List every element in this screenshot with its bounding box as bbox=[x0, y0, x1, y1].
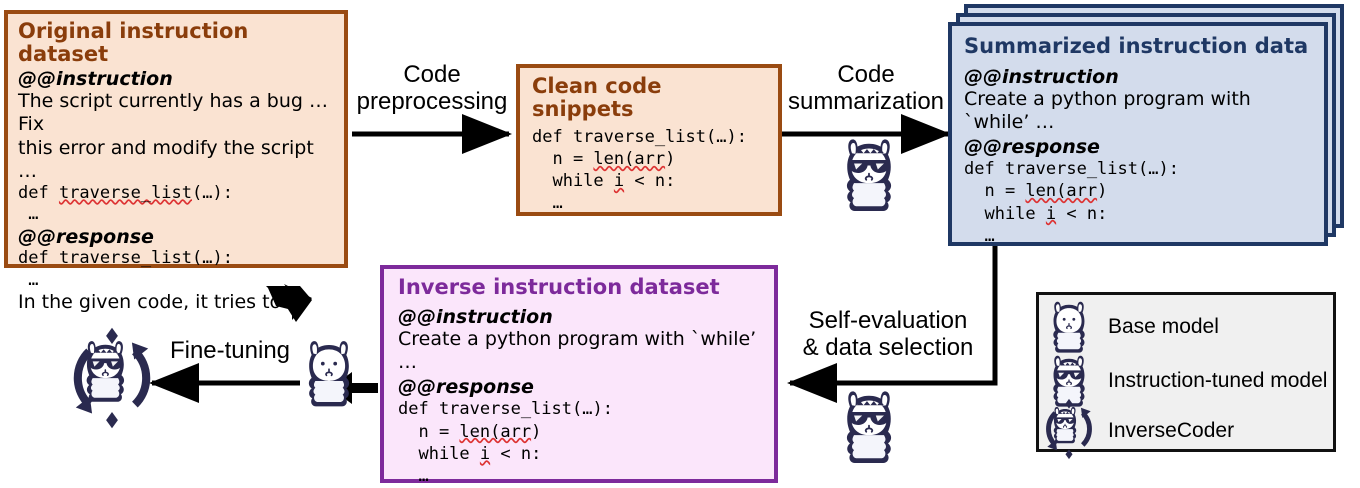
clean-code-line-0: def traverse_list(…): bbox=[532, 127, 747, 148]
original-dataset-instruction-line1: The script currently has a bug … Fix bbox=[18, 90, 328, 136]
label-code-summarization: Code summarization bbox=[782, 61, 950, 116]
llama-sunglasses-icon-selfeval bbox=[846, 390, 892, 464]
label-self-evaluation-line2: & data selection bbox=[802, 333, 974, 361]
summarized-data-title: Summarized instruction data bbox=[964, 34, 1309, 58]
label-fine-tuning: Fine-tuning bbox=[160, 337, 300, 365]
legend-row-instruction-tuned: Instruction-tuned model bbox=[1098, 364, 1327, 398]
summarized-data-code-3: … bbox=[964, 225, 995, 246]
inverse-dataset-code-0: def traverse_list(…): bbox=[398, 399, 613, 420]
legend-label-instruction-tuned-model: Instruction-tuned model bbox=[1108, 369, 1328, 392]
label-self-evaluation: Self-evaluation & data selection bbox=[790, 307, 986, 362]
legend-label-inversecoder: InverseCoder bbox=[1108, 419, 1235, 442]
original-instruction-dataset-card: Original instruction dataset @@instructi… bbox=[4, 10, 348, 313]
arrow-to-base-model bbox=[330, 372, 378, 404]
llama-base-icon-pretrained bbox=[308, 340, 350, 408]
summarized-instruction-data-card: Summarized instruction data @@instructio… bbox=[948, 22, 1328, 246]
original-dataset-response-tag: @@response bbox=[18, 226, 154, 249]
code-token-len-arr: len(arr bbox=[459, 421, 532, 442]
label-code-preprocessing-line2: preprocessing bbox=[356, 87, 508, 115]
label-code-summarization-line2: summarization bbox=[787, 87, 945, 115]
code-token-len-arr: len(arr bbox=[1025, 181, 1098, 202]
summarized-data-instruction-text: Create a python program with `while’ … bbox=[964, 88, 1251, 134]
code-token-i: i bbox=[479, 443, 491, 464]
inverse-dataset-code-1: n = len(arr) bbox=[398, 421, 542, 442]
inverse-dataset-title: Inverse instruction dataset bbox=[398, 275, 720, 299]
inverse-dataset-instruction-tag: @@instruction bbox=[398, 306, 553, 329]
inverse-dataset-instruction-text: Create a python program with `while’ … bbox=[398, 328, 757, 374]
llama-inversecoder-icon-main bbox=[76, 328, 148, 428]
summarized-instruction-data-stack: Summarized instruction data @@instructio… bbox=[948, 4, 1358, 248]
clean-code-line-2: while i < n: bbox=[532, 171, 676, 192]
summarized-data-instruction-tag: @@instruction bbox=[964, 66, 1119, 88]
clean-code-snippets-title: Clean code snippets bbox=[532, 74, 662, 122]
legend-label-base-model: Base model bbox=[1108, 315, 1219, 338]
legend-row-inversecoder: InverseCoder bbox=[1098, 414, 1234, 448]
legend-row-base-model: Base model bbox=[1098, 310, 1219, 344]
original-dataset-response-code2: … bbox=[18, 269, 39, 290]
original-dataset-title: Original instruction dataset bbox=[18, 19, 249, 67]
code-token-i: i bbox=[613, 171, 625, 192]
clean-code-line-3: … bbox=[532, 193, 563, 214]
label-code-summarization-line1: Code bbox=[837, 61, 895, 88]
original-dataset-response-text: In the given code, it tries to … bbox=[18, 290, 307, 313]
summarized-data-code-0: def traverse_list(…): bbox=[964, 159, 1179, 180]
label-code-preprocessing-line1: Code bbox=[403, 61, 461, 88]
inverse-dataset-response-tag: @@response bbox=[398, 376, 534, 399]
summarized-data-response-tag: @@response bbox=[964, 136, 1100, 159]
clean-code-line-1: n = len(arr) bbox=[532, 149, 676, 170]
original-dataset-instruction-tag: @@instruction bbox=[18, 68, 173, 91]
inverse-dataset-code-2: while i < n: bbox=[398, 443, 542, 464]
llama-sunglasses-icon-summarization bbox=[846, 138, 892, 212]
inverse-dataset-code-3: … bbox=[398, 465, 429, 486]
summarized-data-code-1: n = len(arr) bbox=[964, 181, 1108, 202]
label-self-evaluation-line1: Self-evaluation bbox=[808, 307, 968, 334]
code-token-traverse-list: traverse_list bbox=[58, 182, 193, 203]
inverse-instruction-dataset-card: Inverse instruction dataset @@instructio… bbox=[380, 265, 778, 486]
summarized-data-code-2: while i < n: bbox=[964, 203, 1108, 224]
label-code-preprocessing: Code preprocessing bbox=[352, 61, 512, 116]
original-dataset-instruction-line2: this error and modify the script … bbox=[18, 136, 314, 182]
code-token-i: i bbox=[1045, 203, 1057, 224]
label-fine-tuning-text: Fine-tuning bbox=[169, 337, 291, 364]
original-dataset-response-code1: def traverse_list(…): bbox=[18, 248, 233, 269]
code-token-len-arr: len(arr bbox=[593, 149, 666, 170]
original-dataset-code-line1: def traverse_list(…): bbox=[18, 182, 233, 203]
original-dataset-code-line2: … bbox=[18, 204, 39, 225]
clean-code-snippets-card: Clean code snippets def traverse_list(…)… bbox=[516, 64, 782, 216]
